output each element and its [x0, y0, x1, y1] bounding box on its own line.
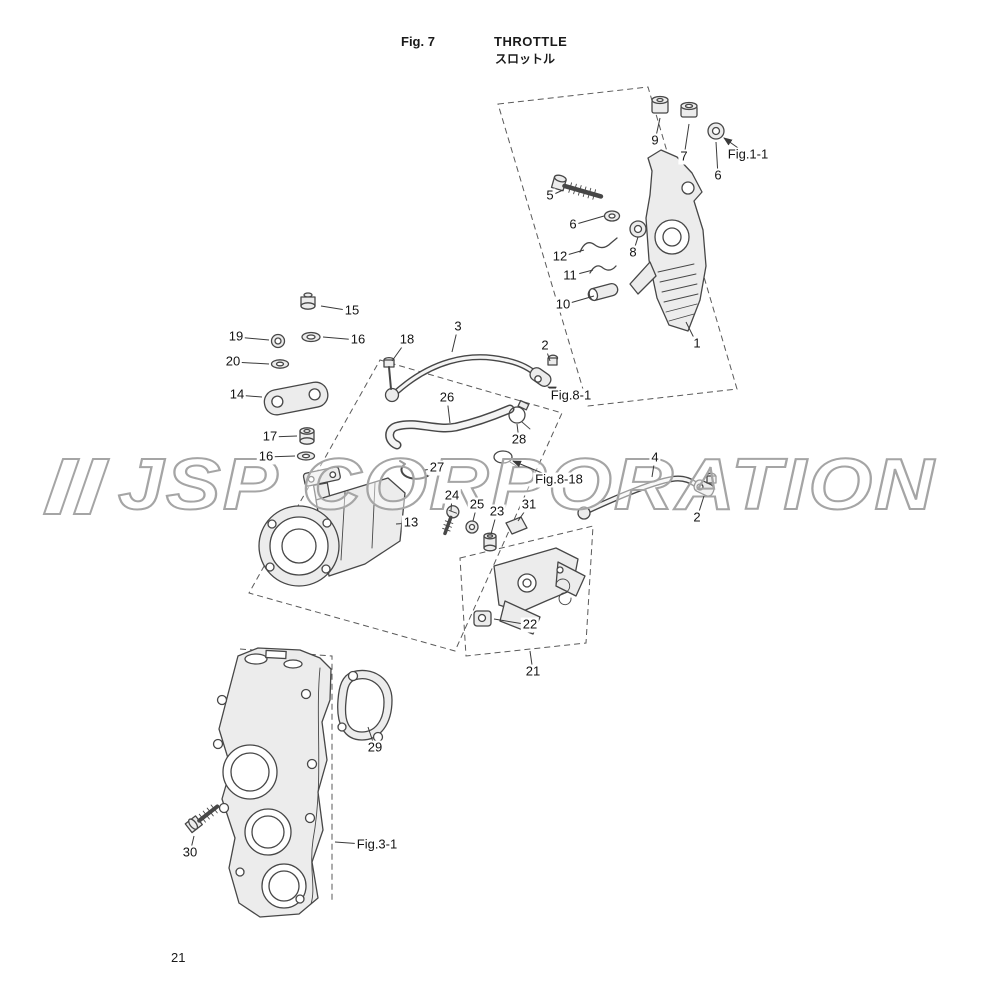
hose-clamp-part-28 — [508, 399, 531, 430]
spring-part-11 — [589, 265, 617, 274]
collar-part-17 — [299, 427, 315, 445]
callout-11: 11 — [561, 267, 579, 284]
washer-part-6-mid — [603, 210, 621, 222]
callout-20: 20 — [223, 353, 243, 370]
callout-6: 6 — [567, 216, 579, 233]
washer-part-8 — [629, 220, 647, 238]
pin-part-10 — [587, 283, 619, 302]
cylinder-block-fig3-1 — [212, 647, 332, 918]
callout-12: 12 — [550, 248, 570, 265]
callout-17: 17 — [260, 428, 280, 445]
callout-Fig.8-1: Fig.8-1 — [548, 387, 594, 404]
washer-part-16-upper — [301, 331, 321, 343]
callout-3: 3 — [452, 318, 464, 335]
page-title: THROTTLE — [494, 34, 568, 49]
callout-16: 16 — [348, 331, 368, 348]
nut-part-19 — [270, 333, 286, 349]
callout-6: 6 — [712, 167, 724, 184]
cable-joint-part-2-upper — [529, 354, 559, 387]
callout-9: 9 — [649, 132, 661, 149]
page-title-japanese: スロットル — [495, 52, 556, 66]
screw-part-24 — [442, 505, 460, 536]
page-number: 21 — [171, 950, 186, 965]
plate-part-31 — [505, 516, 528, 535]
hose-part-26 — [385, 404, 515, 450]
washer-part-25 — [465, 520, 479, 534]
collar-part-7 — [680, 101, 698, 118]
throttle-rod-part-3 — [384, 354, 541, 403]
callout-22: 22 — [520, 616, 540, 633]
callout-15: 15 — [342, 302, 362, 319]
boundary-cam-assembly — [459, 525, 594, 657]
watermark-slash-icon — [72, 458, 111, 515]
fitting-part-18 — [383, 356, 395, 390]
callout-Fig.8-18: Fig.8-18 — [533, 471, 585, 488]
washer-part-20 — [270, 359, 290, 369]
collar-part-9 — [651, 95, 669, 114]
figure-label: Fig. 7 — [401, 34, 435, 49]
callout-27: 27 — [427, 459, 447, 476]
callout-16: 16 — [256, 448, 276, 465]
callout-31: 31 — [519, 496, 539, 513]
callout-8: 8 — [627, 244, 639, 261]
cable-joint-part-2-lower — [693, 472, 717, 497]
bolt-part-15 — [300, 292, 316, 310]
callout-23: 23 — [487, 503, 507, 520]
callout-28: 28 — [509, 431, 529, 448]
callout-10: 10 — [553, 296, 573, 313]
spring-part-12 — [579, 237, 618, 253]
callout-1: 1 — [691, 335, 703, 352]
callout-2: 2 — [691, 509, 703, 526]
callout-30: 30 — [180, 844, 200, 861]
callout-4: 4 — [649, 449, 661, 466]
throttle-lever-part-1 — [629, 149, 707, 332]
callout-Fig.3-1: Fig.3-1 — [354, 836, 400, 853]
bolt-part-30 — [184, 804, 220, 834]
washer-part-16-lower — [296, 451, 316, 461]
bolt-part-5 — [550, 174, 604, 200]
callout-18: 18 — [397, 331, 417, 348]
callout-19: 19 — [226, 328, 246, 345]
callout-Fig.1-1: Fig.1-1 — [725, 146, 771, 163]
callout-7: 7 — [678, 148, 690, 165]
washer-part-6-top — [707, 122, 725, 140]
gasket-part-29 — [337, 669, 393, 743]
callout-24: 24 — [442, 487, 462, 504]
bracket-part-14 — [263, 381, 329, 416]
callout-29: 29 — [365, 739, 385, 756]
cushion-part-22 — [473, 610, 492, 627]
carburetor-part-13 — [258, 466, 406, 587]
callout-26: 26 — [437, 389, 457, 406]
throttle-rod-part-4 — [577, 475, 702, 520]
callout-25: 25 — [467, 496, 487, 513]
collar-part-23 — [483, 532, 497, 552]
callout-2: 2 — [539, 337, 551, 354]
callout-21: 21 — [523, 663, 543, 680]
callout-13: 13 — [401, 514, 421, 531]
callout-14: 14 — [227, 386, 247, 403]
callout-5: 5 — [544, 187, 556, 204]
watermark-slash-icon — [42, 458, 81, 515]
